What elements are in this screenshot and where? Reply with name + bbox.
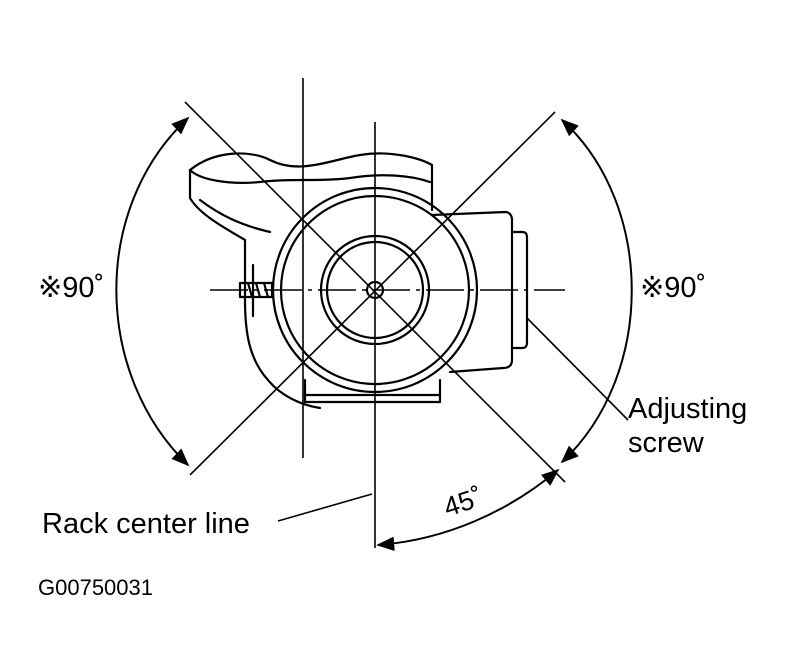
rack-center-line-label: Rack center line: [42, 508, 250, 540]
rack-label-leader: [277, 493, 373, 522]
housing-left-side: [188, 168, 322, 410]
figure-code: G00750031: [38, 575, 153, 600]
right-angle-label: ※90˚: [640, 272, 707, 304]
housing-right-block: [430, 210, 514, 374]
housing-top-inner: [188, 168, 432, 184]
adjusting-screw-label: Adjusting screw: [628, 392, 747, 460]
adjusting-screw-label-line2: screw: [628, 427, 704, 459]
adjusting-screw-leader: [526, 317, 629, 421]
diagonal-line-upper-right: [189, 111, 556, 476]
angle-45-dimension-arc: [376, 468, 560, 551]
right-90-dimension-arc: [560, 118, 633, 464]
housing-top-outline: [188, 152, 434, 212]
housing-bottom-base: [303, 378, 442, 404]
left-angle-label: ※90˚: [38, 272, 105, 304]
housing-left-step: [198, 198, 272, 234]
adjusting-screw-label-line1: Adjusting: [628, 393, 748, 425]
left-90-dimension-arc: [115, 116, 190, 467]
bolt-thread: [238, 281, 274, 299]
